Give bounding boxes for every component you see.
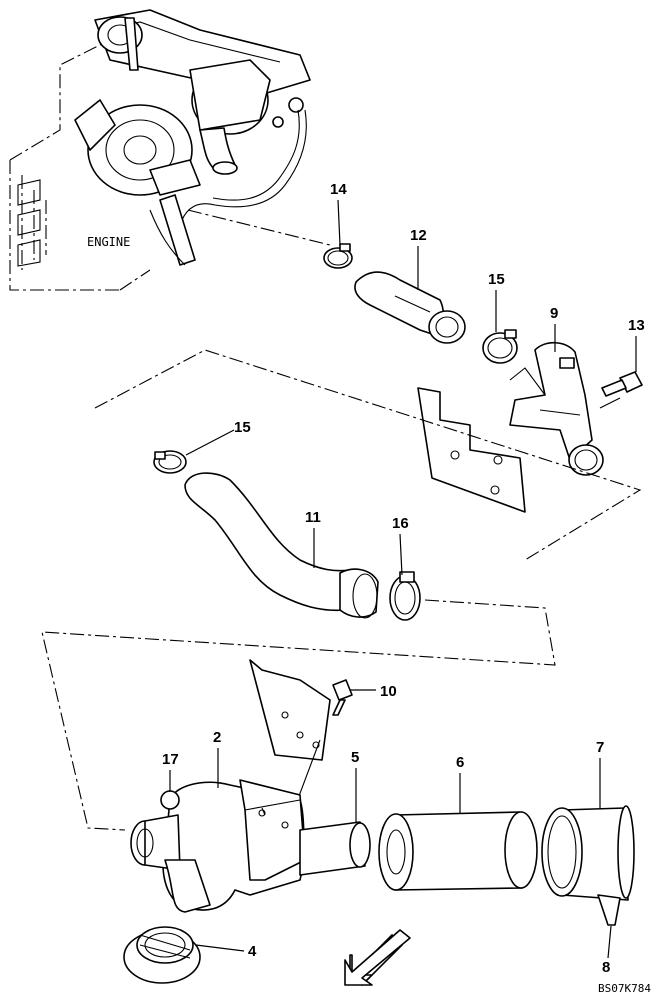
mounting-bracket-upper: [417, 387, 526, 513]
drawing-code: BS07K784: [598, 982, 651, 995]
intake-hose-12: [354, 271, 466, 344]
outlet-cover-4: [123, 926, 201, 984]
mounting-bracket-lower: [249, 659, 331, 761]
bolt-13: [601, 371, 643, 397]
engine-to-hose-line: [187, 209, 331, 246]
callout-labels: 14 12 15 9 13 15 11 16 10 2 17 5: [162, 181, 645, 976]
engine-label: ENGINE: [87, 235, 130, 249]
hose-clamp-16: [389, 571, 421, 621]
elbow-pipe-9: [509, 341, 604, 476]
evacuator-valve-8: [597, 894, 621, 926]
callout-4: 4: [248, 943, 257, 960]
callout-15-lower: 15: [234, 419, 251, 436]
callout-2: 2: [213, 729, 221, 746]
callout-11: 11: [305, 509, 321, 526]
intake-hose-11: [184, 472, 379, 619]
callout-16: 16: [392, 515, 409, 532]
hose-clamp-15-upper: [482, 329, 518, 364]
phantom-outline-mid: [94, 349, 642, 561]
air-cleaner-body-2: [130, 779, 371, 913]
callout-12: 12: [410, 227, 427, 244]
air-cleaner-cover-7: [541, 805, 635, 901]
callout-7: 7: [596, 739, 604, 756]
hose-clamp-15-lower: [153, 450, 187, 474]
callout-13: 13: [628, 317, 645, 334]
callout-6: 6: [456, 754, 464, 771]
callout-17: 17: [162, 751, 179, 768]
engine-assembly: [9, 9, 311, 291]
callout-9: 9: [550, 305, 558, 322]
callout-10: 10: [380, 683, 397, 700]
callout-14: 14: [330, 181, 347, 198]
bolt-10: [332, 679, 353, 716]
filter-element-6: [378, 811, 538, 891]
front-direction-arrow: [344, 929, 411, 986]
phantom-outline-lower: [41, 599, 556, 831]
callout-15-upper: 15: [488, 271, 505, 288]
callout-5: 5: [351, 749, 359, 766]
hose-clamp-14: [323, 243, 353, 269]
callout-8: 8: [602, 959, 610, 976]
